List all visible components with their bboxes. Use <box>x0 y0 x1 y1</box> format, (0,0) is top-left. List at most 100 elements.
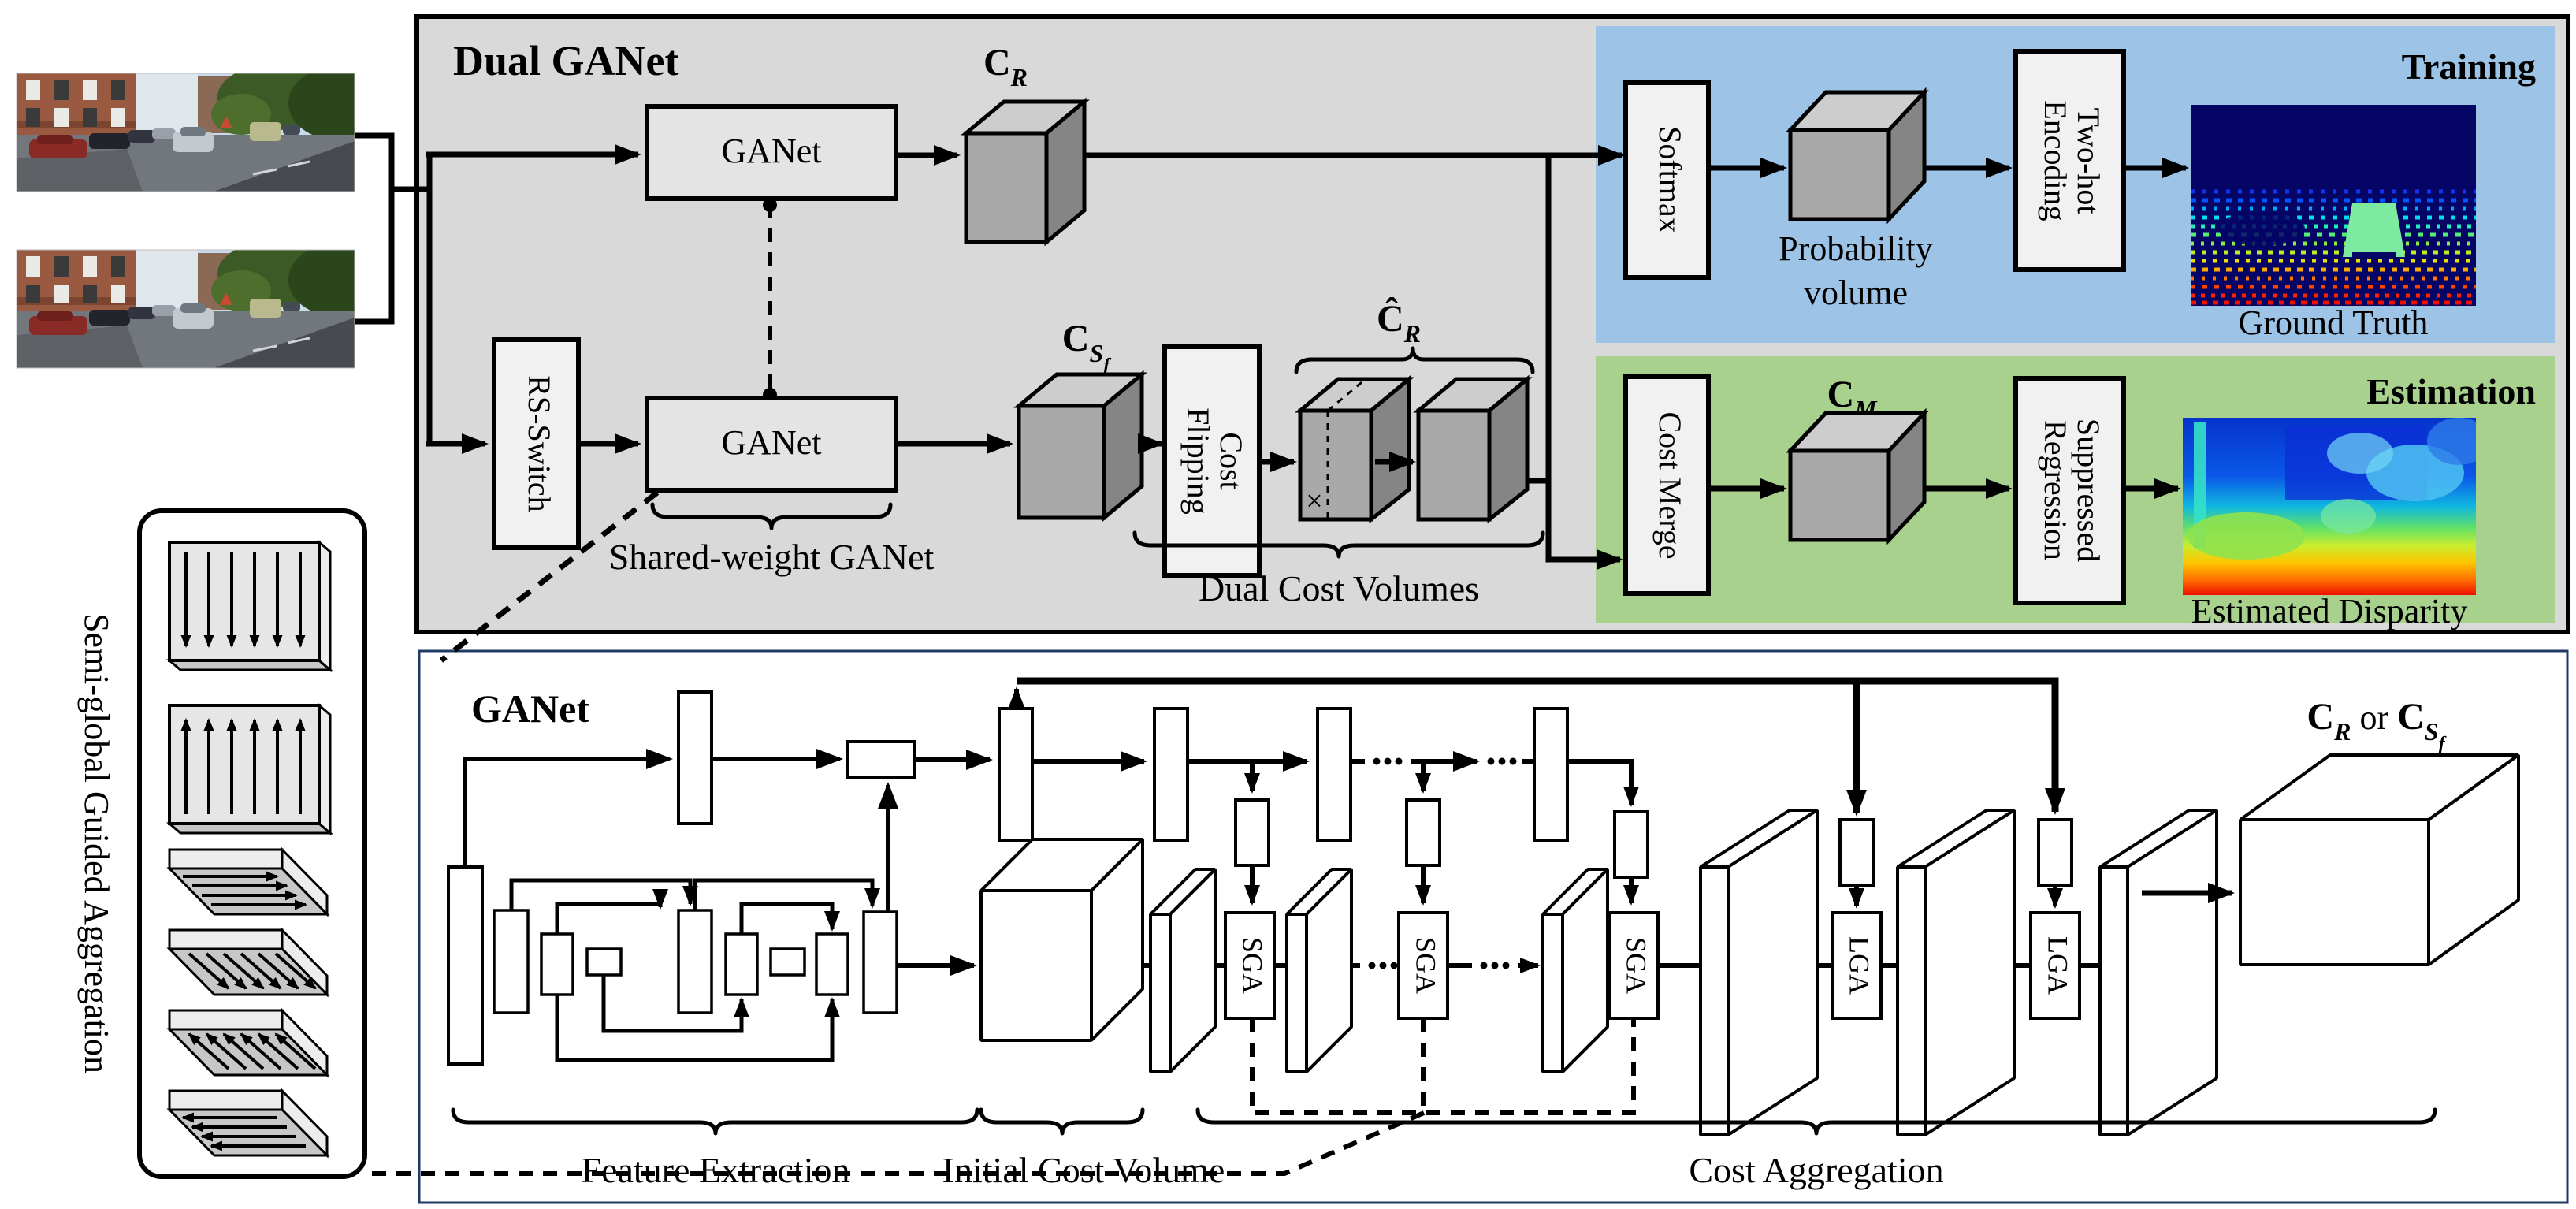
gray-panel-captions: Shared-weight GANet Dual Cost Volumes Du… <box>453 37 1545 608</box>
guidance-row <box>998 707 2073 909</box>
right-image <box>17 240 383 368</box>
prob-cube-front <box>1788 128 1891 221</box>
suppressed-line1: Suppressed <box>2071 418 2106 562</box>
cr-cube-front <box>964 131 1049 244</box>
sga-legend-label: Semi-global Guided Aggregation <box>77 613 116 1073</box>
estimated-disparity-caption: Estimated Disparity <box>2191 592 2468 631</box>
initial-cost-label: Initial Cost Volume <box>942 1150 1225 1190</box>
input-wires <box>355 132 641 454</box>
sga3-box <box>1608 911 1660 1020</box>
cr-label: CR <box>983 42 1028 91</box>
two-hot-line2: Encoding <box>2038 100 2073 221</box>
sga3-label: SGA <box>1621 937 1652 994</box>
fe-dec3 <box>815 932 849 996</box>
feature-extraction <box>447 690 993 1066</box>
fe-enc3 <box>585 947 623 976</box>
stereo-pair <box>17 64 383 368</box>
cm-cube-front <box>1788 448 1891 542</box>
shared-ganet: GANet GANet RS-Switch <box>492 104 898 550</box>
sga-legend: Semi-global Guided Aggregation <box>77 508 367 1179</box>
sga1-label: SGA <box>1237 937 1269 994</box>
ganet-panel-captions: Feature Extraction Initial Cost Volume C… <box>451 1107 2437 1190</box>
guide-sub-s1 <box>1234 798 1270 867</box>
sga-legend-link <box>366 1018 1636 1176</box>
guide-sub-s5 <box>2037 818 2073 887</box>
fe-upper-rect <box>677 690 713 825</box>
fe-skip-1 <box>509 878 698 910</box>
cost-flipping-line1: Cost <box>1214 432 1249 489</box>
flip-seam-top <box>1327 378 1366 412</box>
shared-weight-label: Shared-weight GANet <box>609 537 935 577</box>
cost-merge-box <box>1623 374 1711 596</box>
fe-skip-6 <box>601 975 749 1033</box>
lga1-box <box>1831 911 1883 1020</box>
lga2-label: LGA <box>2043 936 2074 995</box>
guide-rect-t4 <box>1533 707 1569 842</box>
ganet2-label: GANet <box>721 423 821 462</box>
ganet-panel-title: GANet <box>471 686 589 731</box>
flipped-cube-front <box>1298 408 1373 522</box>
cost-flipping-box <box>1162 344 1262 578</box>
fe-dec2 <box>769 947 806 976</box>
fe-skip-4 <box>739 902 840 934</box>
suppressed-box <box>2013 376 2126 605</box>
chat-brace <box>1294 346 1535 374</box>
cost-aggregation-brace <box>1195 1107 2437 1136</box>
dual-cost-branch: CSf Cost Flipping × ĈR <box>896 296 1547 578</box>
link-dot-top <box>763 198 777 212</box>
prob-volume-line1: Probability <box>1779 229 1933 268</box>
ganet1-box <box>645 104 898 201</box>
slab-b2 <box>1896 809 2016 1136</box>
training-title: Training <box>2402 46 2536 87</box>
output-cube-label: CR or CSf <box>2307 696 2446 754</box>
sga-plate-up <box>165 702 334 836</box>
output-cube-front <box>2239 818 2430 966</box>
slab-v3 <box>1541 868 1609 1073</box>
guide-sub-s2 <box>1405 798 1441 867</box>
sga-plate-down-right <box>166 927 330 998</box>
flip-invalid-mark: × <box>1306 485 1322 518</box>
sga-plate-down <box>165 539 334 673</box>
sga-plate-left <box>166 1088 330 1159</box>
fe-final <box>862 910 898 1014</box>
guide-sub-s4 <box>1838 818 1875 887</box>
softmax-box <box>1623 80 1711 280</box>
ganet2-box <box>645 396 898 493</box>
fe-skip-5 <box>555 995 840 1062</box>
two-hot-box <box>2013 49 2126 272</box>
costvolume-front <box>979 889 1093 1042</box>
merged-cube-front <box>1416 408 1492 522</box>
rs-switch-label: RS-Switch <box>522 375 557 512</box>
cost-merge-label: Cost Merge <box>1652 411 1688 559</box>
guide-rect-t2 <box>1153 707 1189 842</box>
stereo-join-wire <box>355 132 395 325</box>
ganet-panel: GANet <box>366 490 2569 1204</box>
feature-extraction-brace <box>451 1107 979 1136</box>
two-hot-line1: Two-hot <box>2071 108 2106 214</box>
cost-flipping-line2: Flipping <box>1180 407 1216 515</box>
sga-plate-right <box>166 846 330 917</box>
softmax-label: Softmax <box>1652 126 1688 233</box>
cr-hat-label: ĈR <box>1377 296 1421 348</box>
fe-input-rect <box>447 865 484 1066</box>
shared-weight-brace <box>650 502 893 530</box>
fe-elbow-arrow <box>463 749 673 867</box>
right-image-border <box>16 249 355 369</box>
fe-skip-2 <box>693 878 880 910</box>
slab-b3 <box>2098 809 2218 1136</box>
cost-aggregation-row: SGA SGA SGA LGA LGA CR or CSf <box>897 696 2520 1136</box>
elbow-s3 <box>1567 759 1639 807</box>
estimation-title: Estimation <box>2366 371 2536 411</box>
sga2-label: SGA <box>1411 937 1442 994</box>
csf-label: CSf <box>1062 318 1111 376</box>
training-flow: Training Softmax Probability volume Two-… <box>1623 46 2536 342</box>
sga-plate-up-left <box>166 1007 330 1078</box>
ganet-expansion-link <box>439 490 660 663</box>
fe-enc2 <box>540 932 574 996</box>
fe-output-rect <box>846 740 916 779</box>
slab-b1 <box>1699 809 1819 1136</box>
slab-v1 <box>1149 868 1217 1073</box>
suppressed-line2: Regression <box>2038 420 2073 560</box>
